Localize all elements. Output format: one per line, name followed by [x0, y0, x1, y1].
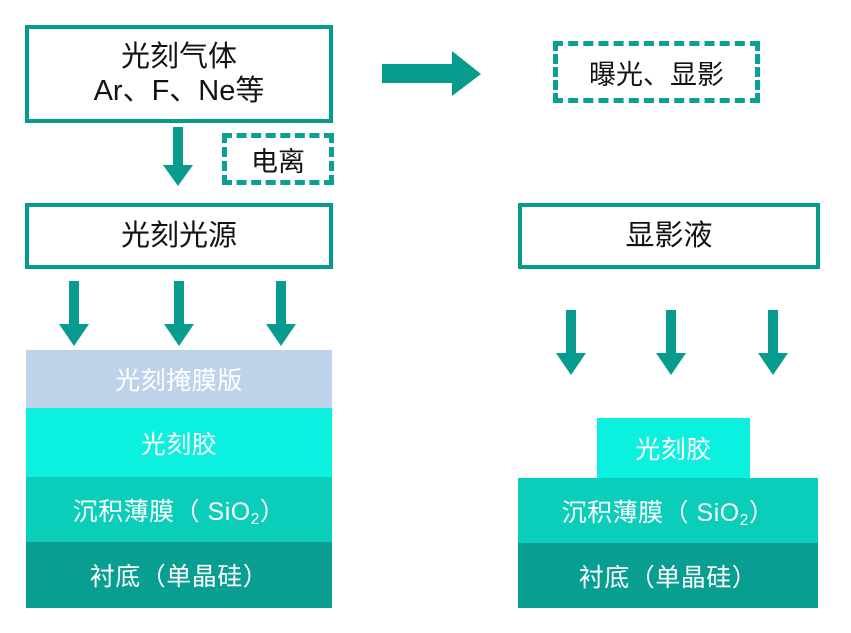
ionization-badge-label: 电离 — [251, 146, 305, 177]
exposure-arrow-2 — [164, 281, 194, 346]
layer-oxide-right-label: 沉积薄膜（ SiO2） — [561, 498, 775, 530]
ionization-badge: 电离 — [222, 133, 334, 185]
develop-arrow-1 — [556, 310, 586, 375]
developer-solution-box: 显影液 — [518, 203, 820, 269]
process-arrow — [382, 51, 481, 96]
layer-substrate-right-label: 衬底（单晶硅） — [578, 563, 758, 592]
lithography-gas-line2: Ar、F、Ne等 — [93, 75, 265, 107]
exposure-arrow-3 — [266, 281, 296, 346]
layer-photoresist-right: 光刻胶 — [597, 418, 750, 478]
lithography-light-source-label: 光刻光源 — [120, 219, 237, 252]
layer-substrate-left: 衬底（单晶硅） — [26, 542, 332, 608]
layer-photoresist-left-label: 光刻胶 — [140, 430, 218, 459]
layer-photomask: 光刻掩膜版 — [26, 350, 332, 408]
expose-develop-badge: 曝光、显影 — [553, 41, 760, 103]
layer-photoresist-left: 光刻胶 — [26, 408, 332, 477]
layer-oxide-right: 沉积薄膜（ SiO2） — [518, 478, 818, 543]
ionization-arrow — [163, 127, 193, 186]
expose-develop-badge-label: 曝光、显影 — [589, 59, 724, 90]
layer-photoresist-right-label: 光刻胶 — [635, 436, 712, 464]
lithography-gas-box: 光刻气体 Ar、F、Ne等 — [25, 25, 333, 123]
layer-oxide-left-label: 沉积薄膜（ SiO2） — [72, 497, 286, 529]
layer-substrate-left-label: 衬底（单晶硅） — [89, 563, 269, 591]
develop-arrow-3 — [758, 310, 788, 375]
lithography-light-source-box: 光刻光源 — [25, 203, 333, 269]
exposure-arrow-1 — [59, 281, 89, 346]
layer-oxide-left: 沉积薄膜（ SiO2） — [26, 477, 332, 542]
layer-photomask-label: 光刻掩膜版 — [115, 367, 243, 395]
developer-solution-label: 显影液 — [625, 219, 713, 252]
lithography-gas-line1: 光刻气体 — [120, 40, 237, 73]
layer-substrate-right: 衬底（单晶硅） — [518, 543, 818, 608]
develop-arrow-2 — [656, 310, 686, 375]
